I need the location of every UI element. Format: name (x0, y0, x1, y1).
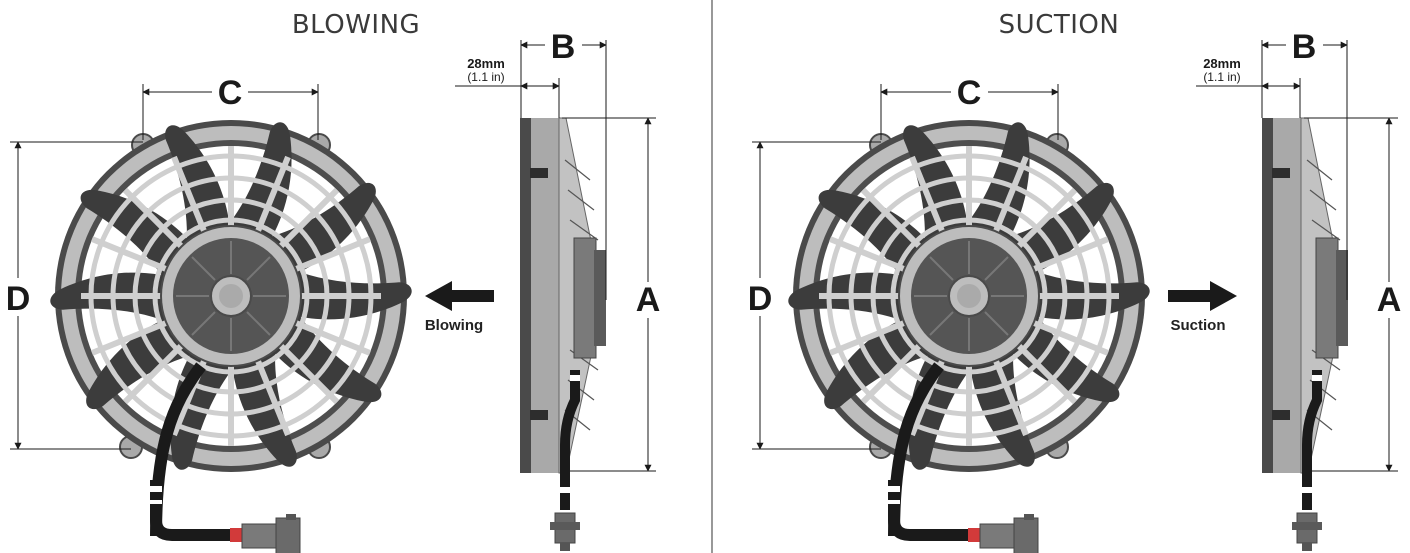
motor-hub (160, 225, 302, 367)
panel-title: BLOWING (292, 10, 420, 40)
svg-text:Blowing: Blowing (425, 317, 483, 334)
svg-text:28mm: 28mm (1203, 56, 1241, 71)
fan-grille (81, 146, 381, 446)
cable-connector (230, 514, 301, 553)
dimension-offset-28mm: 28mm (1.1 in) (1196, 56, 1301, 118)
fan-grille (819, 146, 1119, 446)
svg-text:C: C (218, 74, 243, 112)
panel-suction: SUCTION (748, 10, 1402, 553)
dimension-d: D (748, 141, 881, 450)
svg-text:(1.1 in): (1.1 in) (1203, 70, 1240, 84)
dimension-b: B (520, 28, 607, 300)
airflow-arrow-suction: Suction (1168, 281, 1237, 334)
svg-text:A: A (1377, 281, 1402, 319)
dimension-a: A (562, 117, 661, 472)
airflow-arrow-blowing: Blowing (425, 281, 494, 334)
dimension-offset-28mm: 28mm (1.1 in) (455, 56, 560, 118)
panel-title: SUCTION (999, 10, 1120, 40)
svg-text:Suction: Suction (1171, 317, 1226, 334)
svg-text:C: C (957, 74, 982, 112)
svg-text:28mm: 28mm (467, 56, 505, 71)
dimension-c: C (880, 74, 1059, 140)
fan-side-view (520, 117, 606, 551)
fan-front-view (785, 119, 1153, 537)
dimension-c: C (142, 74, 319, 140)
cable-connector (968, 514, 1039, 553)
motor-hub (898, 225, 1040, 367)
fan-front-view (47, 119, 415, 537)
svg-text:A: A (636, 281, 661, 319)
svg-text:B: B (551, 28, 576, 66)
dimension-b: B (1261, 28, 1348, 300)
fan-side-view (1262, 117, 1348, 551)
svg-text:D: D (748, 280, 773, 318)
panel-blowing: BLOWING (6, 10, 661, 553)
dimension-a: A (1304, 117, 1402, 472)
dimension-d: D (6, 141, 143, 450)
svg-text:(1.1 in): (1.1 in) (467, 70, 504, 84)
svg-text:B: B (1292, 28, 1317, 66)
svg-text:D: D (6, 280, 31, 318)
